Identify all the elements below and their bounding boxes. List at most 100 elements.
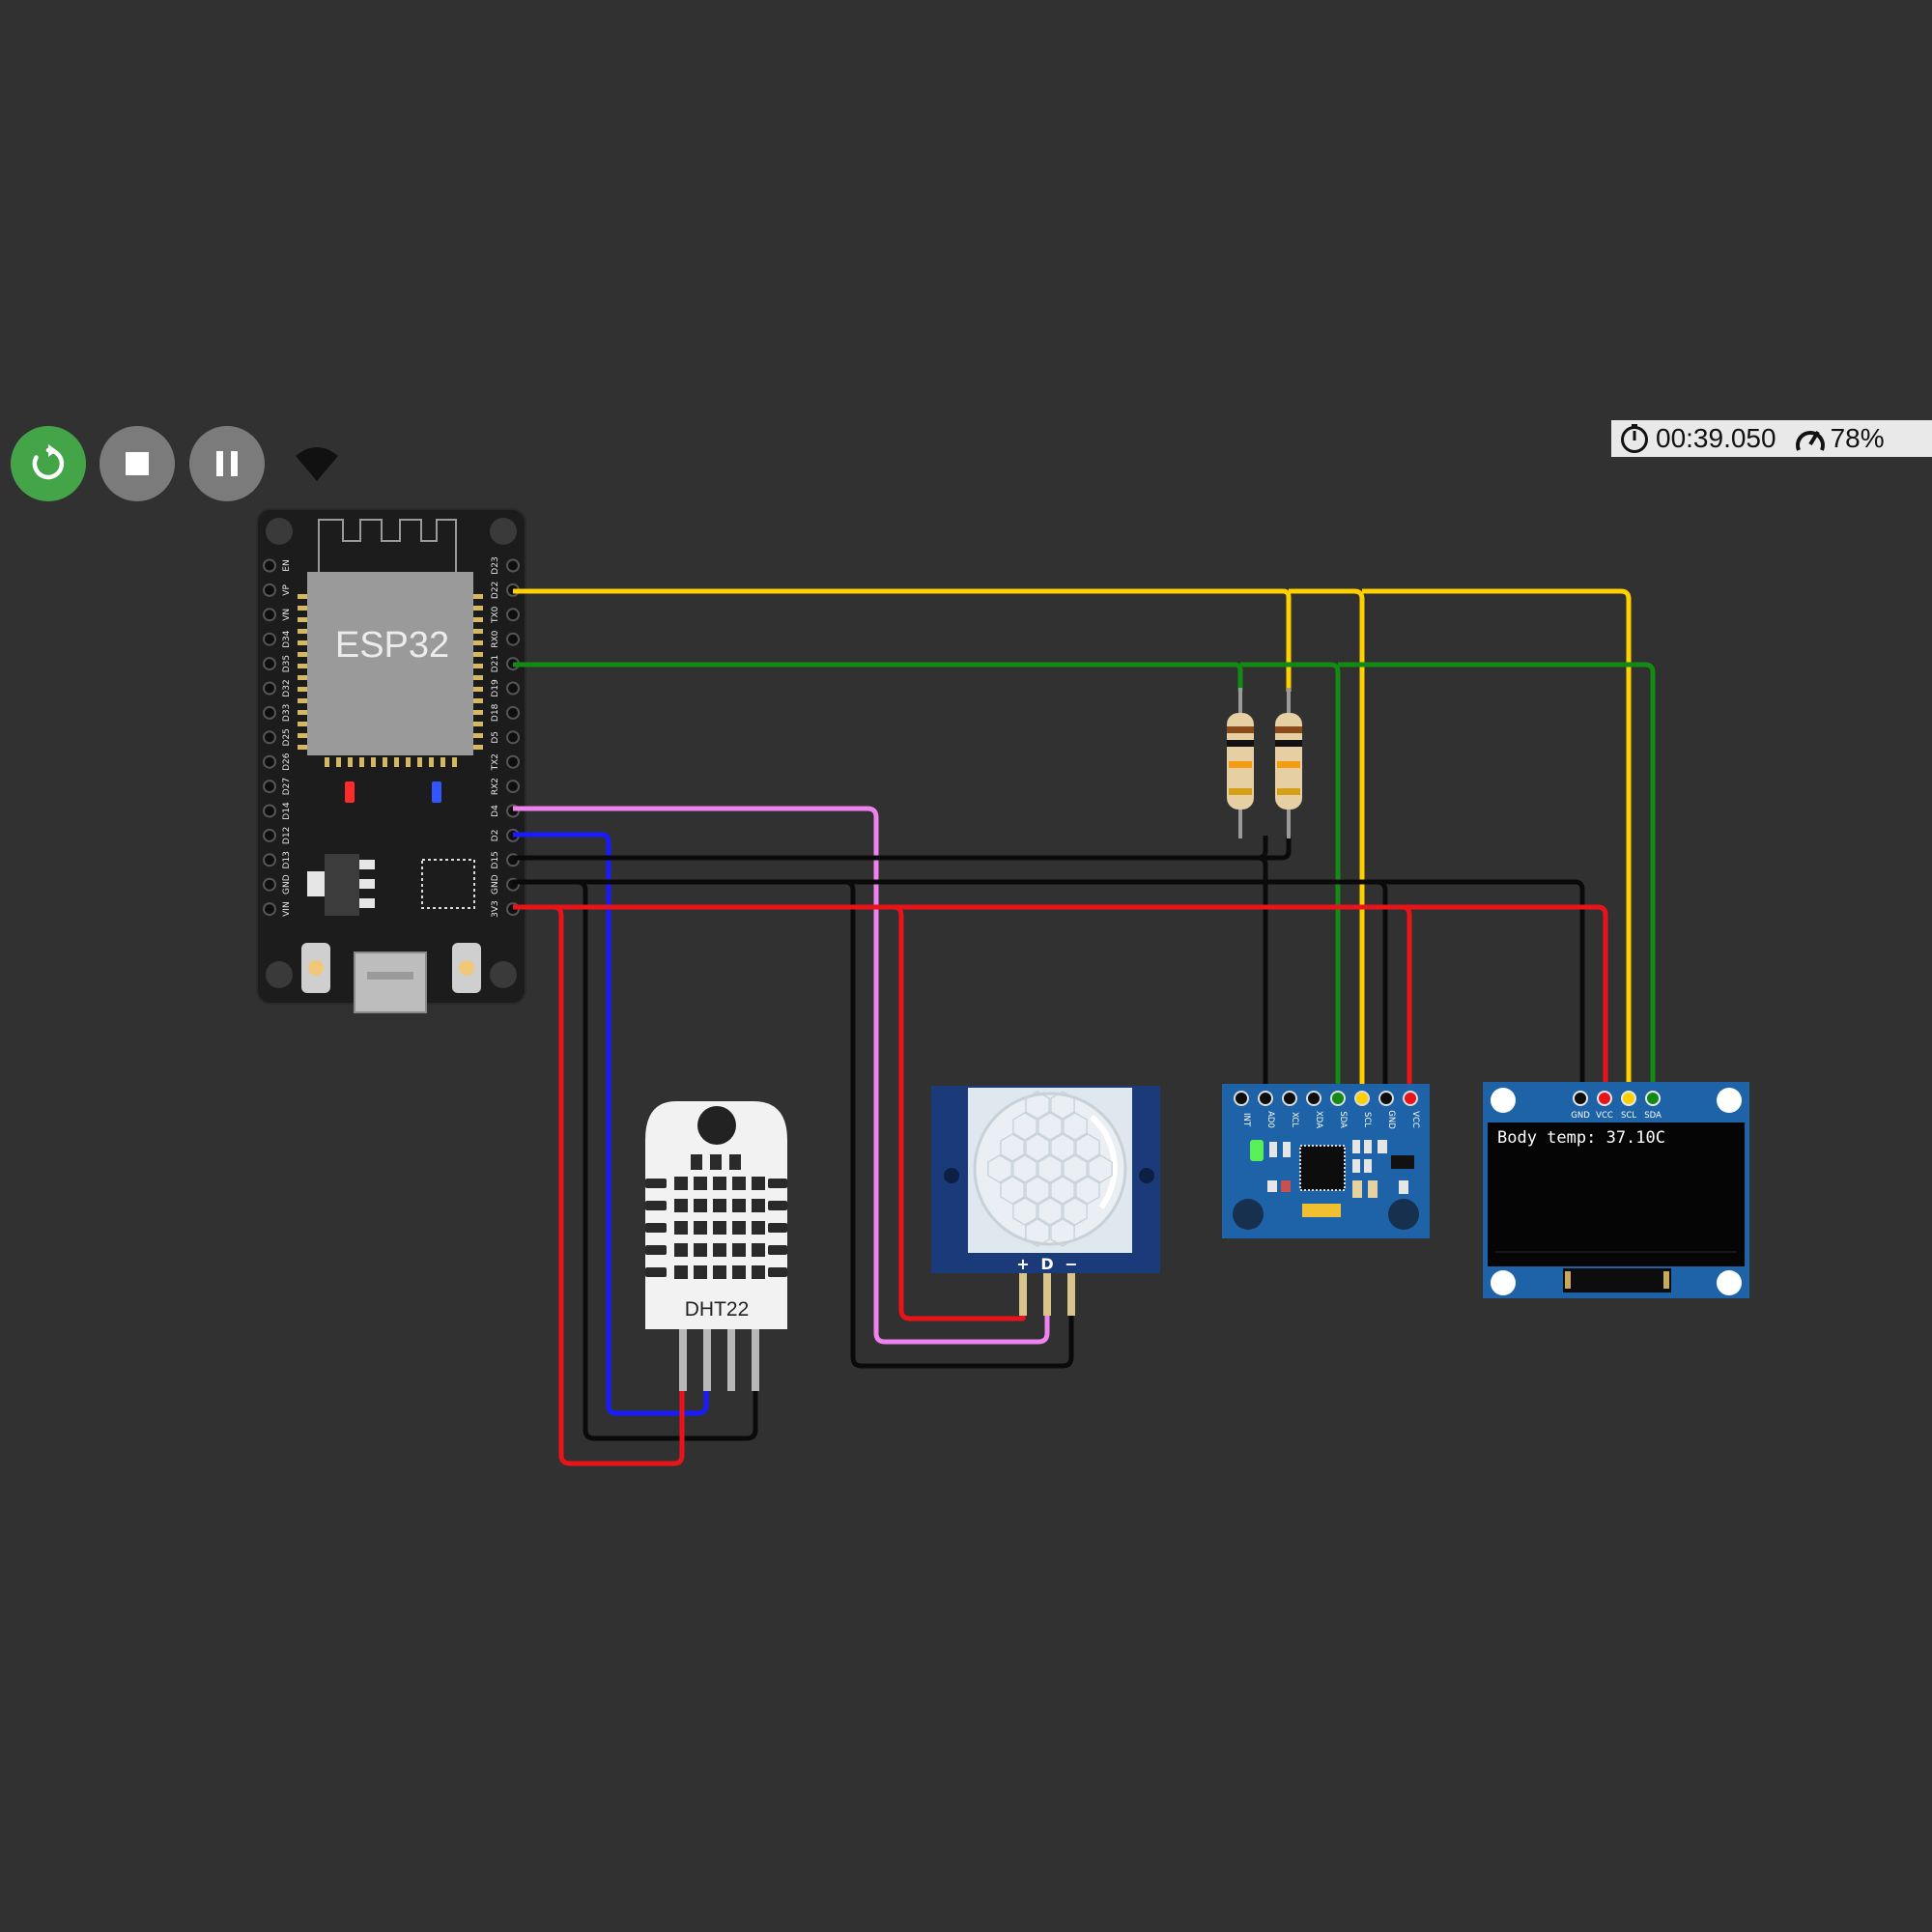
esp32-pin-vn[interactable] [263, 608, 276, 622]
esp32-pin-label: D19 [491, 679, 500, 697]
esp32-pin-gnd[interactable] [263, 877, 276, 892]
wire-3v3-main[interactable] [513, 904, 1608, 1097]
esp32-pin-tx2[interactable] [506, 754, 520, 769]
status-led [432, 781, 441, 803]
wire-gnd-mpu[interactable] [1376, 879, 1388, 1097]
restart-button[interactable] [11, 426, 86, 501]
pir-motion-sensor[interactable]: + D − [931, 1086, 1160, 1316]
esp32-pin-d14[interactable] [263, 804, 276, 818]
oled-pin-gnd[interactable] [1573, 1091, 1588, 1106]
esp32-pin-label: D23 [491, 556, 500, 574]
oled-pin-vcc[interactable] [1597, 1091, 1612, 1106]
esp32-pin-d13[interactable] [263, 853, 276, 867]
esp32-pin-label: RX0 [491, 630, 500, 647]
esp32-pin-label: D18 [491, 703, 500, 722]
wire-gnd-main[interactable] [513, 879, 1585, 1097]
oled-pin-scl[interactable] [1621, 1091, 1636, 1106]
mpu6050-pin-gnd[interactable] [1378, 1091, 1394, 1106]
wire-d21-oled-sda[interactable] [1338, 662, 1656, 1097]
mpu6050-pin-xda[interactable] [1306, 1091, 1321, 1106]
esp32-pin-label: D4 [491, 805, 500, 817]
pullup-resistor-sda[interactable] [1227, 688, 1254, 838]
pir-pin-data-label: D [1040, 1255, 1053, 1273]
wire-d15-mpu-ad0[interactable] [1257, 855, 1268, 1097]
speed-percent: 78% [1830, 423, 1885, 453]
mpu6050-pin-sda[interactable] [1330, 1091, 1346, 1106]
wire-gnd-dht[interactable] [576, 879, 758, 1441]
esp32-pin-label: EN [282, 559, 292, 571]
wire-3v3-pir[interactable] [893, 904, 1026, 1321]
stop-icon [126, 452, 149, 475]
esp32-pin-label: D2 [491, 830, 500, 842]
wire-3v3-mpu[interactable] [1401, 904, 1412, 1097]
esp32-pin-d23[interactable] [506, 558, 520, 573]
speedometer-icon [1794, 423, 1827, 454]
esp32-pin-tx0[interactable] [506, 608, 520, 622]
esp32-pin-en[interactable] [263, 558, 276, 573]
wire-d15-resistors-gnd[interactable] [513, 836, 1292, 861]
esp32-pin-label: RX2 [491, 778, 500, 795]
mpu6050-pin-vcc[interactable] [1403, 1091, 1418, 1106]
esp32-pin-d18[interactable] [506, 705, 520, 720]
oled-pin-label: SDA [1644, 1111, 1662, 1121]
restart-icon [32, 444, 65, 480]
esp32-pin-d12[interactable] [263, 828, 276, 842]
esp32-pin-vp[interactable] [263, 582, 276, 597]
esp32-pin-label: GND [282, 874, 292, 895]
mpu6050-pin-label: SDA [1338, 1111, 1348, 1128]
mpu6050-pin-int[interactable] [1234, 1091, 1249, 1106]
wire-gnd-pir[interactable] [844, 879, 1074, 1369]
esp32-pin-d32[interactable] [263, 681, 276, 696]
elapsed-time: 00:39.050 [1656, 423, 1776, 453]
oled-pin-label: VCC [1596, 1111, 1613, 1121]
esp32-pin-label: VN [282, 609, 292, 621]
esp32-pin-label: D34 [282, 630, 292, 648]
esp32-pin-d5[interactable] [506, 730, 520, 745]
mpu6050-pin-label: AD0 [1265, 1111, 1275, 1128]
esp32-pin-label: D12 [282, 827, 292, 844]
esp32-pin-label: VIN [282, 901, 292, 917]
pause-button[interactable] [189, 426, 265, 501]
wires [513, 588, 1656, 1466]
stop-button[interactable] [99, 426, 175, 501]
esp32-pin-vin[interactable] [263, 902, 276, 917]
dht22-sensor[interactable]: DHT22 [645, 1101, 787, 1391]
simulation-status: 00:39.050 78% [1611, 420, 1932, 457]
esp32-pin-label: TX2 [491, 753, 500, 771]
esp32-pin-label: 3V3 [491, 900, 500, 918]
mpu6050-pin-scl[interactable] [1354, 1091, 1370, 1106]
esp32-pin-rx2[interactable] [506, 780, 520, 794]
wire-d22-resistor[interactable] [513, 588, 1292, 692]
esp32-pin-d34[interactable] [263, 632, 276, 646]
mpu6050-pin-ad0[interactable] [1258, 1091, 1273, 1106]
wire-d22-mpu-scl[interactable] [1289, 588, 1365, 1097]
mpu6050-pin-xcl[interactable] [1282, 1091, 1297, 1106]
esp32-pin-d35[interactable] [263, 657, 276, 671]
timer-icon [1619, 423, 1650, 454]
pullup-resistor-scl[interactable] [1275, 688, 1302, 838]
dht22-label: DHT22 [685, 1298, 750, 1321]
wire-d2-dht-data[interactable] [513, 832, 709, 1416]
oled-pin-sda[interactable] [1645, 1091, 1661, 1106]
esp32-pin-rx0[interactable] [506, 632, 520, 646]
esp32-pin-label: D5 [491, 731, 500, 744]
esp32-pin-d19[interactable] [506, 681, 520, 696]
esp32-pin-label: D27 [282, 778, 292, 795]
pause-icon [216, 451, 238, 476]
wire-3v3-dht[interactable] [553, 904, 685, 1466]
oled-pin-label: GND [1571, 1111, 1590, 1121]
esp32-pin-d33[interactable] [263, 705, 276, 720]
oled-screen [1488, 1122, 1745, 1266]
esp32-pin-d27[interactable] [263, 780, 276, 794]
mpu6050-pin-label: XDA [1314, 1111, 1323, 1128]
pir-pin-gnd-label: − [1065, 1255, 1077, 1273]
esp32-pin-d25[interactable] [263, 730, 276, 745]
esp32-board[interactable]: ESP32 ENVPVND34D35D32D33D25D26D27D14D12D… [256, 508, 526, 1013]
wire-d21-resistor[interactable] [513, 662, 1243, 692]
wire-d4-pir-data[interactable] [513, 806, 1050, 1345]
wire-d22-oled-scl[interactable] [1362, 588, 1632, 1097]
esp32-pin-d26[interactable] [263, 754, 276, 769]
wire-d21-mpu-sda[interactable] [1240, 662, 1341, 1097]
